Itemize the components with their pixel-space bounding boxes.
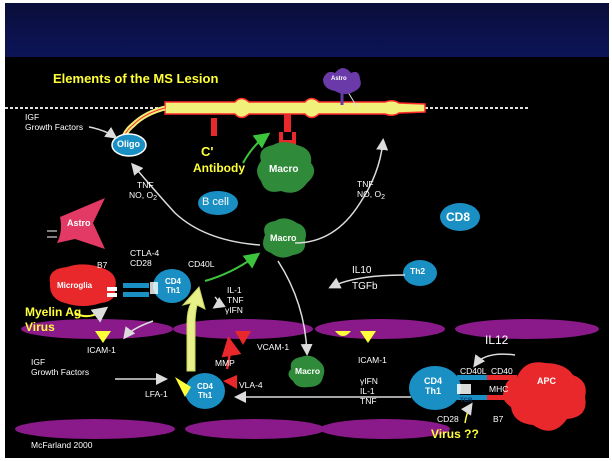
tnf-left-line1: TNF [137, 180, 154, 190]
tnf-right-line2: NO, O2 [357, 190, 385, 201]
vla4-label: VLA-4 [239, 380, 263, 390]
macro-bottom-shape [288, 355, 325, 388]
antibody-receptor [279, 114, 296, 145]
cd8-label: CD8 [446, 210, 471, 224]
cd4-right-shape [409, 366, 487, 410]
astro-top-label: Astro [331, 76, 347, 82]
th2-shape [403, 260, 437, 286]
ifn-bottom-label: γIFN [360, 376, 378, 386]
cd28-right-label: CD28 [437, 414, 459, 424]
vcam1-label: VCAM-1 [257, 342, 290, 352]
cd40l-right-label: CD40L [460, 366, 487, 376]
macro-bottom-label: Macro [295, 366, 321, 376]
cd4-bottom-shape [175, 373, 237, 409]
tnf-right-sub: 2 [381, 194, 385, 201]
tnf-left-line2: NO, O2 [129, 191, 157, 202]
tnf-left-text: NO, O [129, 190, 154, 200]
tnf-right-line1: TNF [357, 179, 374, 189]
cd40l-left-label: CD40L [188, 259, 215, 269]
slide: Elements of the MS Lesion Astro IGF Grow… [5, 3, 609, 458]
cd4-bottom-line1: CD4 [197, 382, 214, 391]
apc-label: APC [537, 376, 557, 386]
diagram-graphics [5, 68, 599, 439]
credit-label: McFarland 2000 [31, 440, 93, 450]
migration-arrow [181, 285, 206, 372]
apc-shape [503, 362, 586, 431]
cd4-right-line2: Th1 [425, 386, 442, 396]
ctla4-label: CTLA-4 [130, 248, 160, 258]
il1-bottom-label: IL-1 [360, 386, 375, 396]
icam1-left-label: ICAM-1 [87, 345, 116, 355]
antibody-label: Antibody [193, 161, 245, 175]
astro-left-label: Astro [67, 218, 91, 228]
cd8-shape [440, 203, 480, 231]
myelin-ag-label: Myelin Ag [25, 305, 82, 319]
cd28-left-label: CD28 [130, 258, 152, 268]
ifn-mid-label: γIFN [225, 305, 243, 315]
cd40-label: CD40 [491, 366, 513, 376]
cd4-left-line1: CD4 [165, 277, 182, 286]
macro-top-label: Macro [269, 164, 299, 175]
igf-bottom-line2: Growth Factors [31, 367, 90, 377]
tnf-left-sub: 2 [153, 195, 157, 202]
il1-mid-label: IL-1 [227, 285, 242, 295]
microglia-shape [49, 264, 116, 306]
diagram-title: Elements of the MS Lesion [53, 71, 219, 86]
header-band [5, 3, 609, 57]
oligo-cell [111, 105, 166, 157]
igf-top-line2: Growth Factors [25, 122, 84, 132]
oligo-label: Oligo [117, 139, 140, 149]
il10-label: IL10 [352, 265, 372, 276]
astro-top-cell [323, 68, 361, 105]
mhc-label: MHC [489, 384, 509, 394]
b7-left-label: B7 [97, 260, 108, 270]
bcell-label: B cell [202, 196, 229, 208]
bcell-shape [198, 191, 238, 215]
tcr-label: TCR [460, 398, 473, 404]
icam1-right-label: ICAM-1 [358, 355, 387, 365]
cd4-left-shape [123, 269, 191, 303]
lfa1-label: LFA-1 [145, 389, 168, 399]
cd4-right-line1: CD4 [424, 376, 443, 386]
virus-label: Virus [25, 320, 55, 334]
cd4-bottom-line2: Th1 [198, 391, 213, 400]
tnf-bottom-label: TNF [360, 396, 377, 406]
b7-right-label: B7 [493, 414, 504, 424]
igf-top-line1: IGF [25, 112, 40, 122]
c-prime-label: C' [201, 144, 214, 159]
astro-left-shape [57, 198, 105, 249]
cd4-left-line2: Th1 [166, 286, 181, 295]
tgfb-label: TGFb [352, 281, 378, 292]
igf-bottom-line1: IGF [31, 357, 46, 367]
axon [5, 86, 530, 119]
tnf-right-text: NO, O [357, 189, 382, 199]
macro-mid-label: Macro [270, 233, 297, 243]
complement-bar [211, 118, 217, 136]
il12-label: IL12 [485, 333, 509, 347]
mmp-label: MMP [215, 358, 235, 368]
macro-mid-shape [263, 218, 306, 258]
macro-top-shape [257, 142, 315, 193]
virus-q-label: Virus ?? [431, 427, 479, 441]
th2-label: Th2 [410, 266, 426, 276]
tnf-mid-label: TNF [227, 295, 244, 305]
microglia-label: Microglia [57, 281, 93, 290]
